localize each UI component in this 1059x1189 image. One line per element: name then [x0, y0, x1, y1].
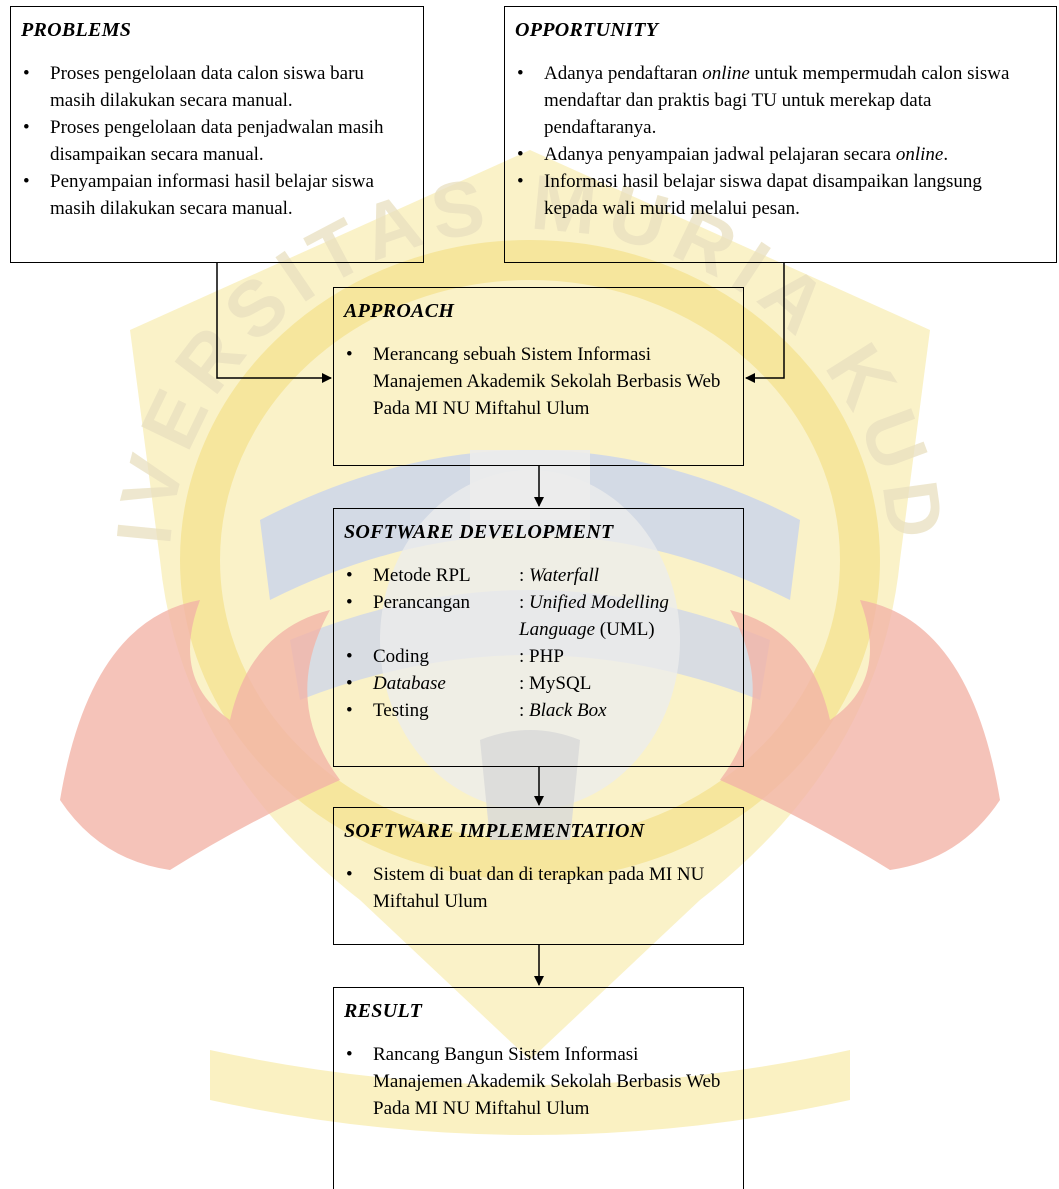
approach-box: APPROACH Merancang sebuah Sistem Informa…	[333, 287, 744, 466]
opportunity-item: Informasi hasil belajar siswa dapat disa…	[515, 168, 1040, 222]
problems-item: Penyampaian informasi hasil belajar sisw…	[21, 168, 407, 222]
approach-item: Merancang sebuah Sistem Informasi Manaje…	[344, 341, 727, 422]
problems-item: Proses pengelolaan data calon siswa baru…	[21, 60, 407, 114]
software-implementation-item: Sistem di buat dan di terapkan pada MI N…	[344, 861, 727, 915]
watermark-ring	[180, 240, 880, 880]
problems-item: Proses pengelolaan data penjadwalan masi…	[21, 114, 407, 168]
software-implementation-title: SOFTWARE IMPLEMENTATION	[344, 820, 645, 842]
opportunity-item: Adanya pendaftaran online untuk mempermu…	[515, 60, 1040, 141]
opportunity-title: OPPORTUNITY	[515, 19, 659, 41]
software-development-item: Testing: Black Box	[344, 697, 727, 724]
approach-title: APPROACH	[344, 300, 455, 322]
watermark-flame-left	[60, 600, 340, 870]
opportunity-list: Adanya pendaftaran online untuk mempermu…	[515, 60, 1040, 222]
software-development-title: SOFTWARE DEVELOPMENT	[344, 521, 614, 543]
result-item: Rancang Bangun Sistem Informasi Manajeme…	[344, 1041, 727, 1122]
result-list: Rancang Bangun Sistem Informasi Manajeme…	[344, 1041, 727, 1122]
result-title: RESULT	[344, 1000, 423, 1022]
opportunity-item: Adanya penyampaian jadwal pelajaran seca…	[515, 141, 1040, 168]
problems-list: Proses pengelolaan data calon siswa baru…	[21, 60, 407, 222]
result-box: RESULT Rancang Bangun Sistem Informasi M…	[333, 987, 744, 1189]
software-development-item: Coding: PHP	[344, 643, 727, 670]
software-development-item: Database: MySQL	[344, 670, 727, 697]
approach-list: Merancang sebuah Sistem Informasi Manaje…	[344, 341, 727, 422]
watermark-flame-right	[720, 600, 1000, 870]
software-implementation-box: SOFTWARE IMPLEMENTATION Sistem di buat d…	[333, 807, 744, 945]
software-development-item: Metode RPL: Waterfall	[344, 562, 727, 589]
software-implementation-list: Sistem di buat dan di terapkan pada MI N…	[344, 861, 727, 915]
problems-title: PROBLEMS	[21, 19, 132, 41]
software-development-item: Perancangan: Unified Modelling Language …	[344, 589, 727, 643]
opportunity-box: OPPORTUNITY Adanya pendaftaran online un…	[504, 6, 1057, 263]
software-development-list: Metode RPL: Waterfall Perancangan: Unifi…	[344, 562, 727, 724]
software-development-box: SOFTWARE DEVELOPMENT Metode RPL: Waterfa…	[333, 508, 744, 767]
problems-box: PROBLEMS Proses pengelolaan data calon s…	[10, 6, 424, 263]
